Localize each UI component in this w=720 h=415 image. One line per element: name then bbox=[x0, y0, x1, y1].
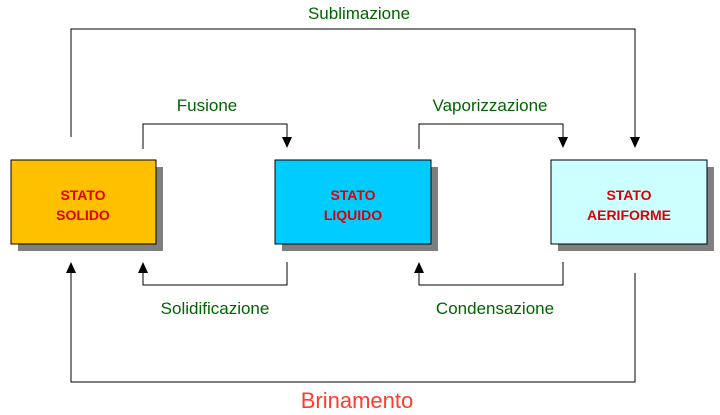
solidificazione-label: Solidificazione bbox=[161, 299, 270, 318]
vaporizzazione-connector bbox=[418, 123, 564, 149]
state-gas-box: STATO AERIFORME bbox=[550, 159, 714, 251]
fusione-label: Fusione bbox=[177, 96, 237, 115]
state-solid-line2: SOLIDO bbox=[56, 207, 110, 223]
brinamento-connector bbox=[70, 270, 636, 383]
brinamento-label: Brinamento bbox=[301, 388, 414, 413]
condensazione-connector bbox=[418, 262, 564, 286]
solidificazione-arrowhead bbox=[138, 262, 148, 273]
sublimazione-connector bbox=[70, 28, 636, 140]
sublimazione-arrowhead bbox=[630, 137, 640, 148]
state-liquid-rect bbox=[274, 159, 432, 245]
state-gas-line1: STATO bbox=[606, 187, 651, 203]
brinamento-arrowhead bbox=[66, 262, 76, 273]
state-liquid-line2: LIQUIDO bbox=[324, 207, 382, 223]
fusione-arrowhead bbox=[282, 137, 292, 148]
condensazione-label: Condensazione bbox=[436, 299, 554, 318]
state-gas-rect bbox=[550, 159, 708, 245]
state-liquid-box: STATO LIQUIDO bbox=[274, 159, 438, 251]
state-liquid-line1: STATO bbox=[330, 187, 375, 203]
condensazione-arrowhead bbox=[414, 262, 424, 273]
fusione-connector bbox=[142, 123, 288, 149]
sublimazione-label: Sublimazione bbox=[308, 4, 410, 23]
state-solid-rect bbox=[10, 159, 157, 245]
vaporizzazione-label: Vaporizzazione bbox=[433, 96, 548, 115]
solidificazione-connector bbox=[142, 262, 288, 286]
state-solid-box: STATO SOLIDO bbox=[10, 159, 163, 251]
vaporizzazione-arrowhead bbox=[558, 137, 568, 148]
state-gas-line2: AERIFORME bbox=[587, 207, 671, 223]
state-solid-line1: STATO bbox=[60, 187, 105, 203]
